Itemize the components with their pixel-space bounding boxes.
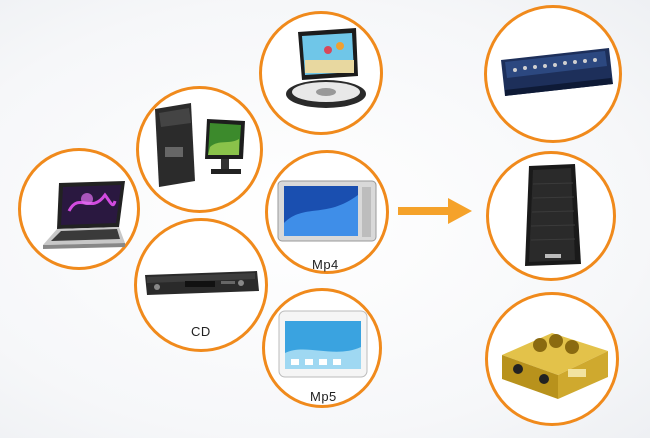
speaker-node — [486, 151, 616, 281]
portable-dvd-player-icon — [286, 28, 366, 108]
arrow-right-icon — [398, 198, 472, 224]
portable-dvd-node — [259, 11, 383, 135]
cd-node: CD — [134, 218, 268, 352]
mp5-player-icon — [278, 310, 368, 378]
desktop-node — [136, 86, 263, 213]
desktop-computer-icon — [155, 103, 245, 187]
karaoke-mixer-node — [485, 292, 619, 426]
laptop-node — [18, 148, 140, 270]
mp5-node: Mp5 — [262, 288, 382, 408]
cd-label: CD — [191, 324, 211, 339]
laptop-icon — [43, 181, 125, 249]
cd-player-icon — [145, 271, 259, 295]
mp4-player-icon — [277, 180, 377, 242]
mp4-label: Mp4 — [312, 257, 339, 272]
mp5-label: Mp5 — [310, 389, 337, 404]
mixer-node — [484, 5, 622, 143]
audio-mixer-icon — [501, 48, 613, 96]
mp4-node: Mp4 — [265, 150, 389, 274]
karaoke-mixer-icon — [502, 333, 608, 399]
speaker-icon — [525, 164, 581, 266]
